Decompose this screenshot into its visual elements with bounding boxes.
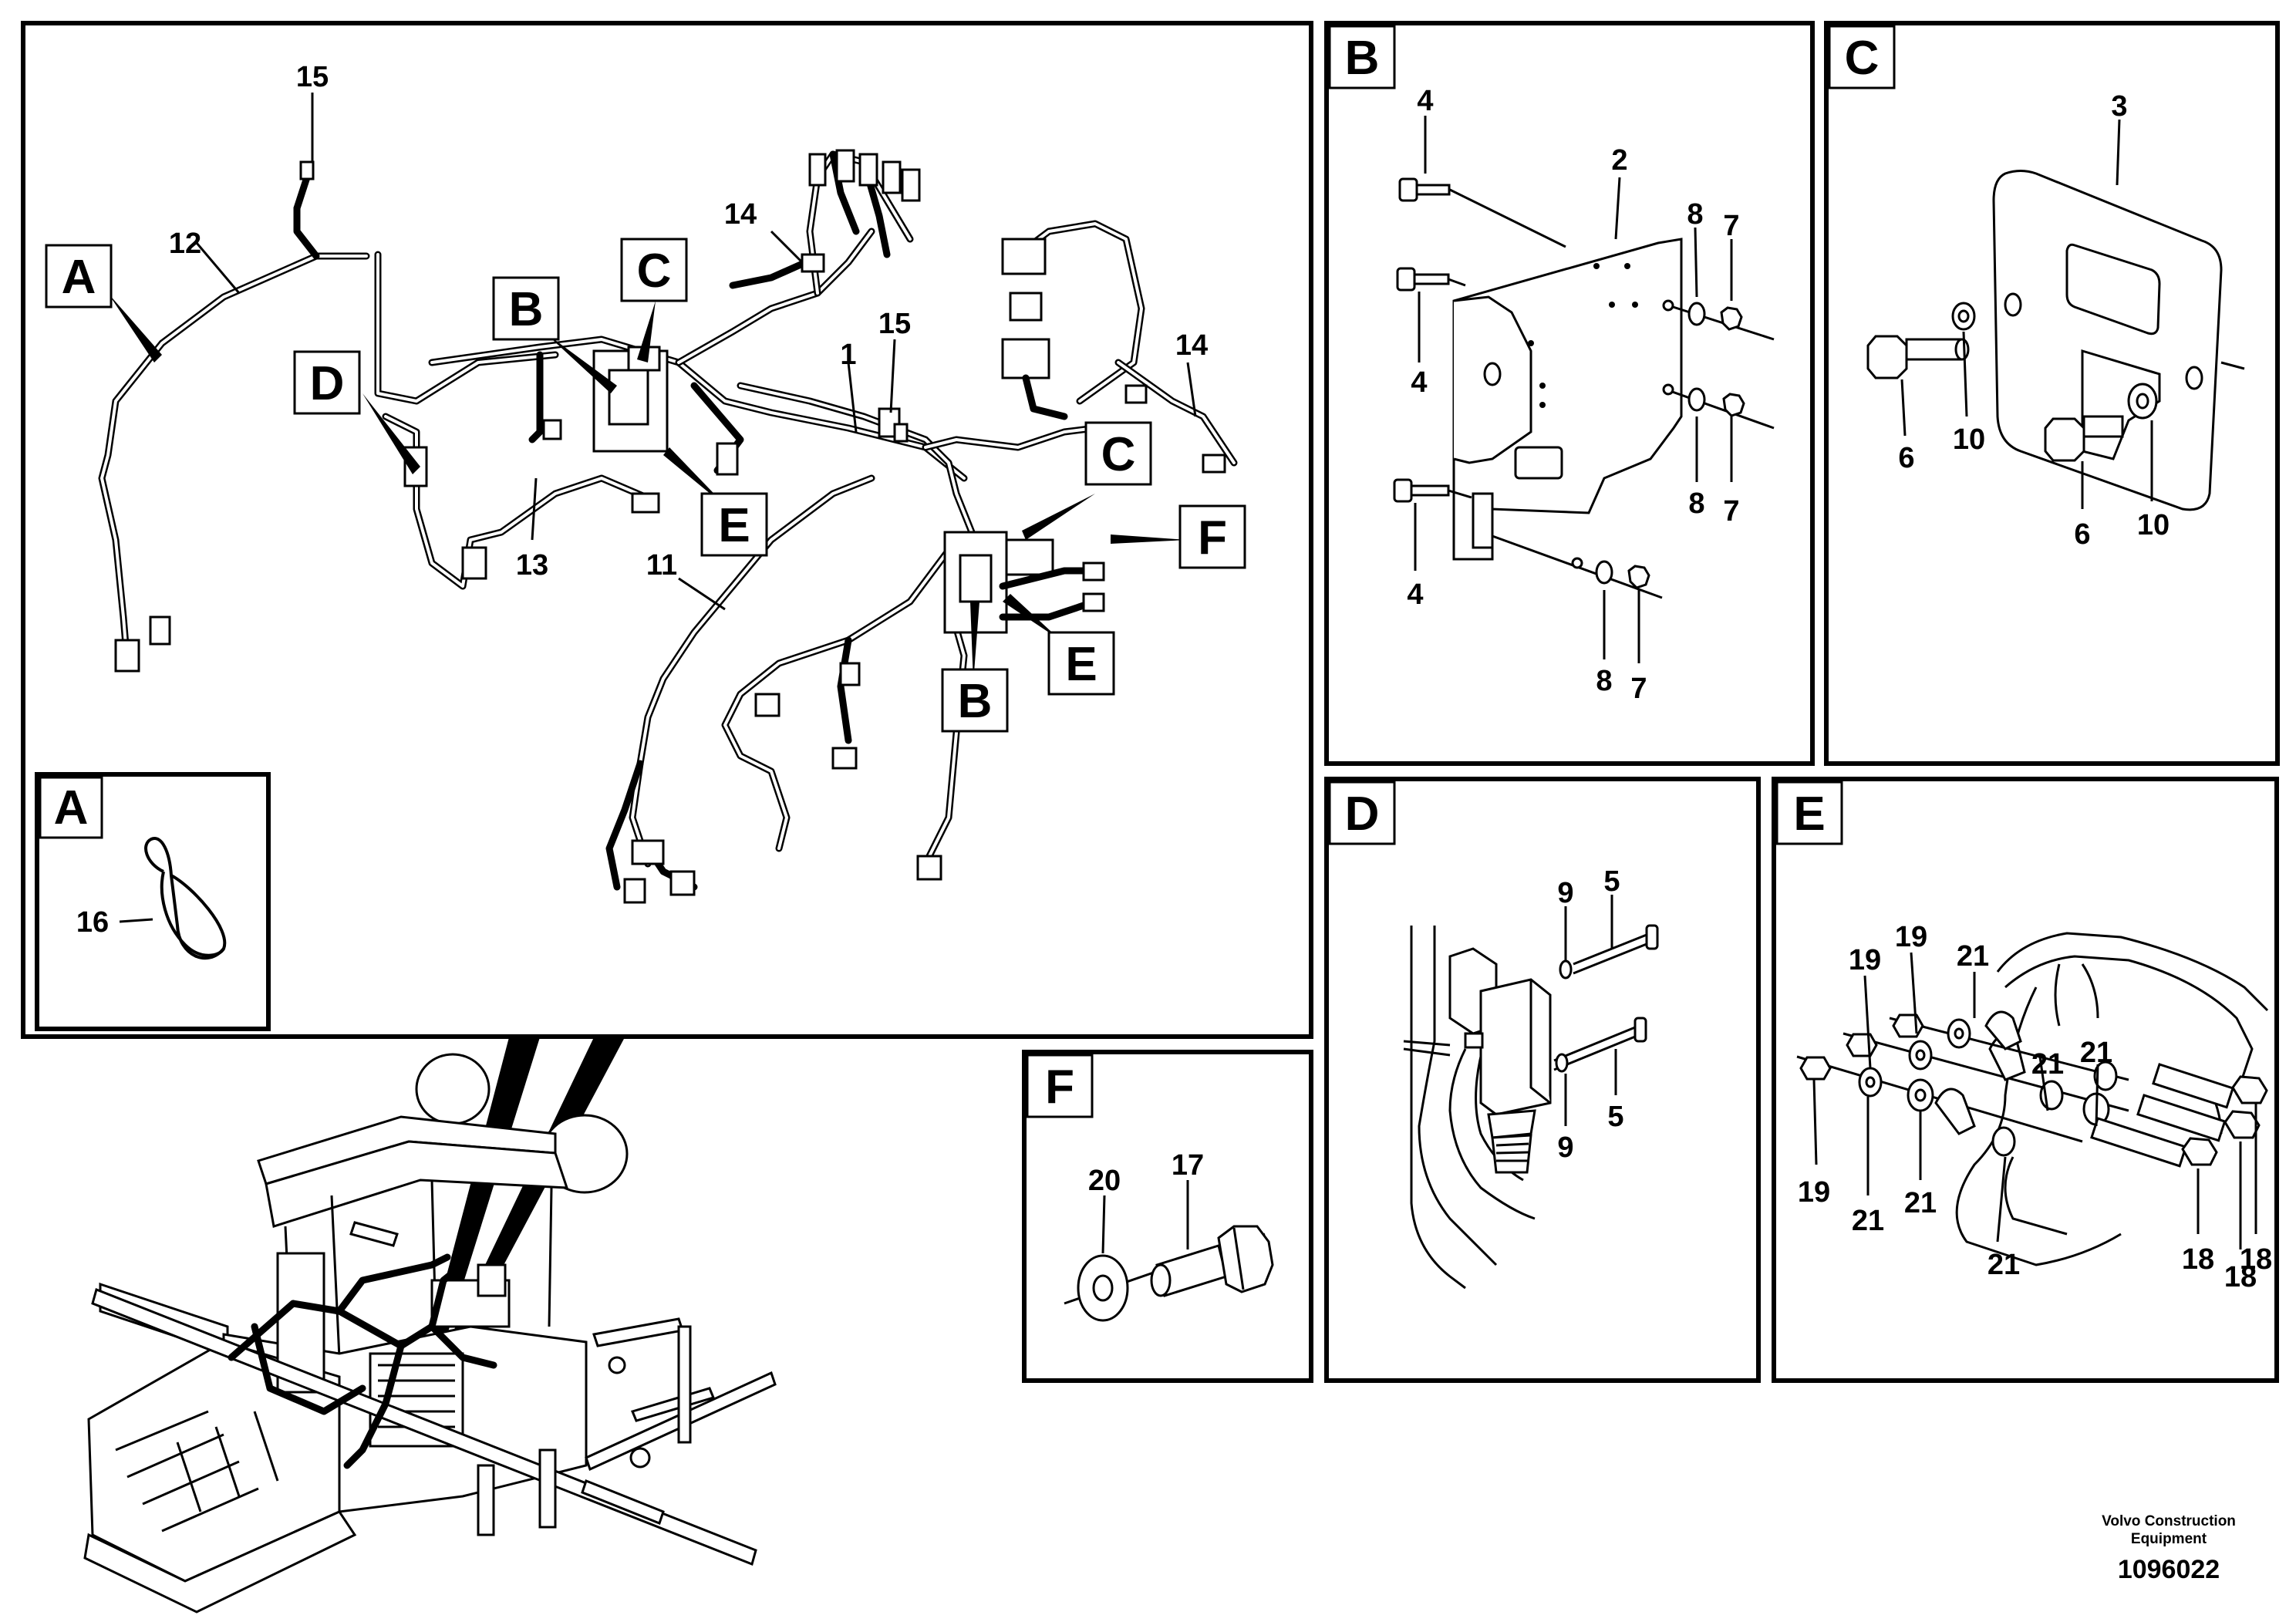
panel-c-label: C [1845, 32, 1880, 85]
bolt-4-mid [1396, 267, 1466, 292]
panel-f-label: F [1045, 1061, 1074, 1114]
callout-10a: 10 [1953, 423, 1985, 456]
callout-19b: 19 [1895, 921, 1927, 953]
callout-4b: 4 [1411, 366, 1427, 399]
callout-8b: 8 [1688, 487, 1704, 520]
credit-company: Volvo Construction [2102, 1513, 2236, 1529]
callout-18b: 18 [2224, 1261, 2257, 1293]
bolt-4-top [1398, 177, 1566, 248]
ref-e1-label: E [718, 499, 750, 552]
callout-6b: 6 [2074, 518, 2090, 551]
callout-16: 16 [76, 906, 109, 939]
ref-box-b1: B [492, 276, 560, 341]
bolt-6-upper [1866, 302, 1976, 379]
panel-b-label: B [1345, 32, 1380, 85]
ref-d-label: D [310, 357, 345, 410]
callout-21a: 21 [1957, 940, 1989, 973]
callout-21d: 21 [2031, 1048, 2064, 1081]
callout-19a: 19 [1849, 944, 1881, 976]
callout-5b: 5 [1607, 1101, 1623, 1133]
callout-4c: 4 [1407, 578, 1423, 611]
ref-a-label: A [62, 251, 96, 304]
callout-18c: 18 [2240, 1243, 2272, 1276]
callout-14b: 14 [1175, 329, 1208, 362]
credit-equipment: Equipment [2131, 1531, 2207, 1547]
callout-18a: 18 [2182, 1243, 2214, 1276]
inset-a-label: A [54, 781, 89, 835]
ref-c1-label: C [637, 244, 672, 298]
ref-box-a: A [45, 244, 113, 309]
callout-7b: 7 [1723, 495, 1739, 528]
bolt-18-c [2152, 1063, 2268, 1109]
callout-19c: 19 [1798, 1176, 1830, 1209]
callout-15b: 15 [878, 308, 911, 340]
detail-panel-c: C 3 6 10 6 10 [1824, 21, 2280, 766]
ref-b2-label: B [958, 675, 993, 728]
callout-21e: 21 [2080, 1037, 2112, 1069]
ref-box-c2: C [1084, 421, 1152, 486]
callout-5a: 5 [1603, 865, 1620, 898]
ref-box-e2: E [1047, 631, 1115, 696]
callout-4a: 4 [1417, 85, 1433, 117]
detail-panel-e: E [1772, 777, 2279, 1383]
callout-17: 17 [1172, 1149, 1204, 1182]
callout-2: 2 [1611, 144, 1627, 177]
document-number: 1096022 [2118, 1555, 2220, 1584]
callout-7c: 7 [1630, 673, 1647, 705]
callout-8c: 8 [1596, 665, 1612, 697]
bolt-18-b [2136, 1094, 2261, 1142]
ref-c2-label: C [1101, 428, 1136, 481]
ref-box-e1: E [700, 492, 768, 557]
panel-e-label: E [1793, 787, 1825, 841]
callout-14a: 14 [724, 198, 757, 231]
callout-6a: 6 [1898, 442, 1914, 474]
ref-b1-label: B [509, 283, 544, 336]
callout-11: 11 [646, 549, 677, 582]
detail-panel-d: D 9 5 9 5 [1324, 777, 1761, 1383]
ref-box-c1: C [620, 238, 688, 302]
credit-block: Volvo Construction Equipment 1096022 [2102, 1513, 2236, 1584]
ref-box-d: D [293, 350, 361, 415]
inset-a-strap: A 16 [35, 772, 271, 1031]
callout-20: 20 [1088, 1165, 1121, 1197]
machine-overview [83, 1037, 777, 1614]
callout-12: 12 [169, 228, 201, 260]
callout-9a: 9 [1557, 877, 1573, 909]
callout-21c: 21 [1904, 1187, 1937, 1219]
panel-d-label: D [1345, 787, 1380, 841]
callout-1: 1 [840, 339, 856, 371]
bolt-18-a [2090, 1117, 2218, 1168]
callout-21b: 21 [1852, 1205, 1884, 1237]
ref-f-label: F [1198, 511, 1227, 565]
callout-7a: 7 [1723, 210, 1739, 242]
callout-13: 13 [516, 549, 548, 582]
callout-3: 3 [2111, 90, 2127, 123]
bolt-4-low [1393, 478, 1472, 503]
callout-10b: 10 [2137, 509, 2170, 541]
ref-e2-label: E [1065, 638, 1097, 691]
callout-21f: 21 [1988, 1249, 2020, 1281]
ref-box-f: F [1178, 504, 1246, 569]
main-harness-panel: A D B C E C F E [21, 21, 1313, 1039]
detail-panel-f: F 20 17 [1022, 1050, 1313, 1383]
callout-8a: 8 [1687, 198, 1703, 231]
detail-panel-b: B [1324, 21, 1815, 766]
callout-9b: 9 [1557, 1131, 1573, 1164]
callout-15a: 15 [296, 61, 329, 93]
bolt-6-lower [2044, 383, 2158, 462]
ref-box-b2: B [941, 668, 1009, 733]
